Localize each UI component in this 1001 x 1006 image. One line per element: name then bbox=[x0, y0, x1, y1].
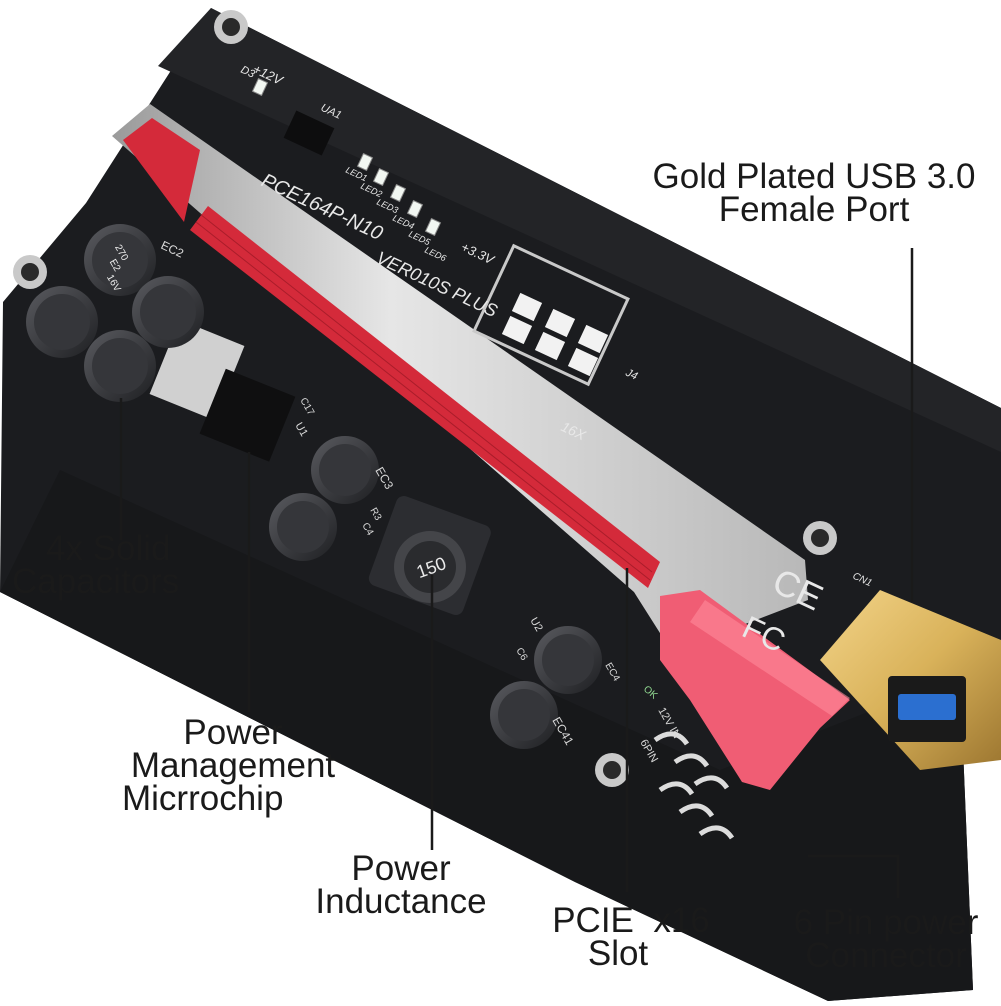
callout-power-inductance: Power Inductance bbox=[310, 849, 492, 921]
capacitor bbox=[269, 493, 337, 561]
callout-pmic-line2: Management bbox=[130, 746, 336, 785]
capacitor bbox=[26, 286, 98, 358]
solid-capacitors bbox=[26, 224, 602, 749]
capacitor bbox=[84, 224, 156, 296]
callout-pmic-line1: Power bbox=[183, 713, 283, 752]
callout-six-pin-connector: 6 Pin power Connector bbox=[788, 903, 984, 975]
callout-usb-line1: Gold Plated USB 3.0 bbox=[652, 157, 976, 196]
callout-sixpin-line1: 6 Pin power bbox=[793, 903, 979, 942]
pcb-lower-panel bbox=[0, 470, 973, 1001]
pink-cable-clip bbox=[660, 590, 850, 790]
capacitor bbox=[84, 330, 156, 402]
pcie-slot-frame bbox=[112, 104, 808, 652]
callout-caps-line1: 4x Solid bbox=[46, 529, 171, 568]
callout-usb-line2: Female Port bbox=[718, 190, 910, 229]
callout-solid-capacitors: 4x Solid Capacitors bbox=[12, 529, 180, 601]
callout-slot-line1: PCIE x16 bbox=[552, 901, 710, 940]
usb-port-tongue bbox=[898, 694, 956, 720]
regulator-body bbox=[199, 368, 296, 462]
power-socket-frame bbox=[472, 243, 630, 387]
callout-pmic-line3: Micrrochip bbox=[122, 779, 284, 818]
capacitor bbox=[311, 436, 379, 504]
callout-lines bbox=[119, 248, 914, 898]
callout-caps-line2: Capacitors bbox=[12, 562, 180, 601]
capacitor bbox=[132, 276, 204, 348]
board-d3-text: D3 bbox=[239, 64, 258, 81]
pcie-slot-contacts-long bbox=[190, 206, 660, 588]
capacitor bbox=[490, 681, 558, 749]
pcie-slot-contacts-small bbox=[123, 118, 200, 222]
callout-slot-line2: Slot bbox=[587, 934, 649, 973]
six-pin-connector bbox=[653, 731, 735, 840]
callout-usb-port: Gold Plated USB 3.0 Female Port bbox=[646, 157, 982, 229]
callout-inductor-line2: Inductance bbox=[315, 882, 487, 921]
capacitor bbox=[534, 626, 602, 694]
callout-sixpin-line2: Connector bbox=[805, 936, 967, 975]
callout-pcie-slot: PCIE x16 Slot bbox=[546, 901, 716, 973]
status-leds bbox=[251, 77, 442, 237]
cap-code-text: E2 bbox=[107, 258, 123, 274]
callout-inductor-line1: Power bbox=[351, 849, 451, 888]
pcb-upper-panel bbox=[158, 8, 1001, 452]
sixpin-callout-line bbox=[808, 854, 900, 898]
power-socket-pins bbox=[501, 292, 609, 377]
board-j4-text: J4 bbox=[623, 366, 640, 382]
callout-power-management: Power Management Micrrochip bbox=[122, 713, 344, 818]
mounting-holes bbox=[13, 10, 837, 787]
chip-ua1 bbox=[283, 110, 335, 156]
